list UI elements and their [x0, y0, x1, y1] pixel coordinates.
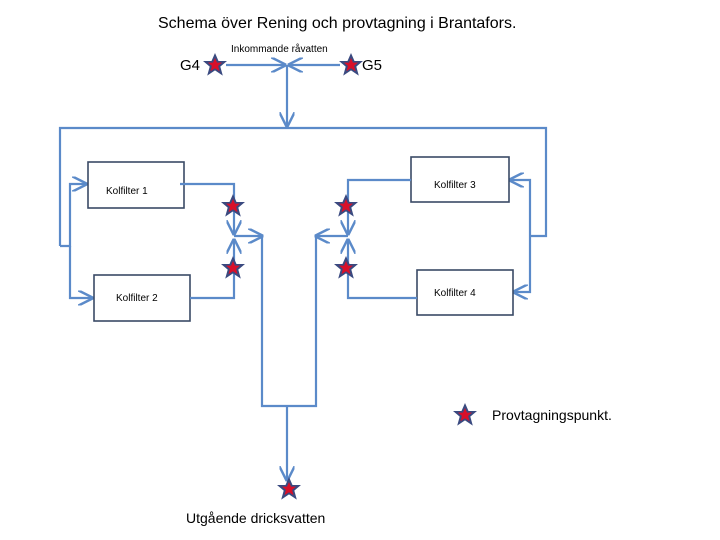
kolfilter-3-label: Kolfilter 3: [434, 180, 476, 191]
kolfilter-1-box: [87, 161, 185, 209]
sampling-star-g4: [203, 53, 227, 76]
sampling-star-g5: [339, 53, 363, 76]
kolfilter-3-box: [410, 156, 510, 203]
diagram-title: Schema över Rening och provtagning i Bra…: [158, 15, 516, 32]
source-g5-label: G5: [362, 57, 382, 74]
kolfilter-2-label: Kolfilter 2: [116, 293, 158, 304]
feed-kolfilter-1: [60, 184, 86, 248]
kolfilter-1-label: Kolfilter 1: [106, 186, 148, 197]
sampling-star-kolfilter-3: [334, 194, 358, 217]
kolfilter-4-label: Kolfilter 4: [434, 288, 476, 299]
inlet-label: Inkommande råvatten: [231, 43, 328, 55]
kolfilter-2-box: [93, 274, 191, 322]
sampling-star-outlet: [277, 477, 301, 500]
outlet-kolfilter-4: [348, 240, 417, 300]
outlet-kolfilter-3: [348, 178, 411, 234]
sampling-point-star-icon: [453, 403, 477, 426]
outlet-label: Utgående dricksvatten: [186, 510, 325, 526]
feed-kolfilter-4: [514, 236, 532, 292]
kolfilter-4-box: [416, 269, 514, 316]
feed-kolfilter-3: [510, 180, 532, 236]
outlet-kolfilter-1: [180, 182, 234, 234]
sampling-star-kolfilter-4: [334, 256, 358, 279]
source-g4-label: G4: [180, 57, 200, 74]
feed-kolfilter-2: [68, 246, 92, 298]
legend-label: Provtagningspunkt.: [492, 407, 612, 423]
distribution-loop: [58, 126, 548, 246]
central-collector: [260, 236, 318, 408]
